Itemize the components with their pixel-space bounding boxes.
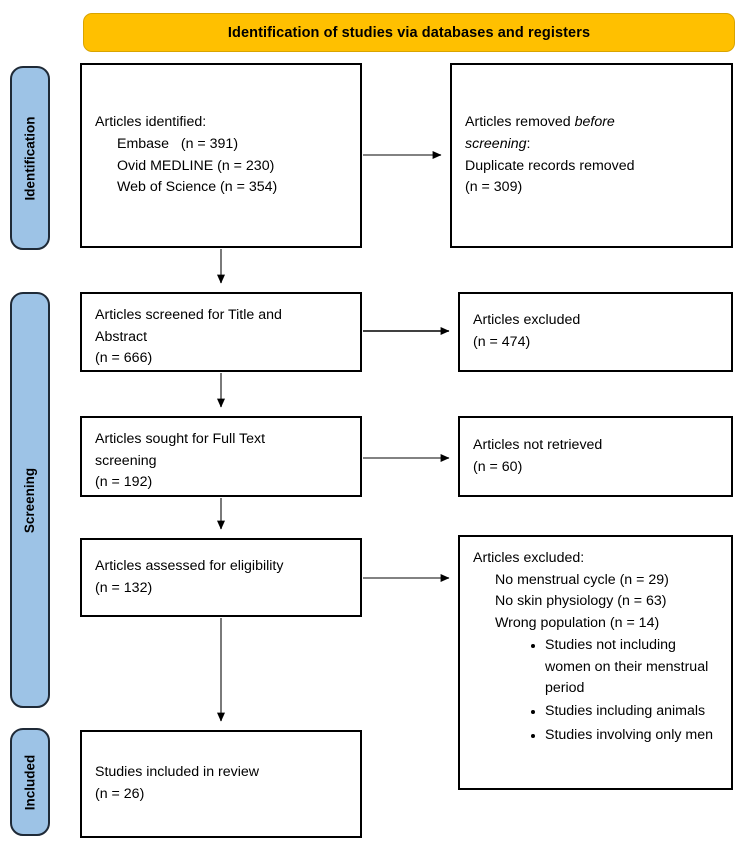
excluded-2-reason-skin-physiology: No skin physiology (n = 63) bbox=[495, 593, 667, 610]
box-articles-not-retrieved: Articles not retrieved (n = 60) bbox=[458, 416, 733, 497]
removed-line-3: Duplicate records removed bbox=[465, 157, 635, 174]
removed-line-2: screening: bbox=[465, 134, 718, 156]
excluded-2-bullet-no-women: Studies not including women on their men… bbox=[531, 635, 718, 699]
included-line-1: Studies included in review bbox=[95, 764, 260, 781]
identified-source-wos: Web of Science (n = 354) bbox=[117, 179, 278, 196]
excluded-2-bullet-list: Studies not including women on their men… bbox=[473, 635, 718, 747]
screened-line-2: Abstract bbox=[95, 328, 148, 345]
box-articles-screened: Articles screened for Title and Abstract… bbox=[80, 292, 362, 372]
box-articles-identified: Articles identified: Embase (n = 391) Ov… bbox=[80, 63, 362, 248]
eligibility-count: (n = 132) bbox=[95, 579, 153, 596]
stage-rail-screening: Screening bbox=[10, 292, 50, 708]
eligibility-line-1: Articles assessed for eligibility bbox=[95, 557, 284, 574]
screened-line-1: Articles screened for Title and bbox=[95, 307, 282, 323]
excluded-1-line-1: Articles excluded bbox=[473, 312, 581, 329]
removed-line-1-prefix: Articles removed bbox=[465, 114, 575, 131]
not-retrieved-line-1: Articles not retrieved bbox=[473, 436, 603, 453]
removed-line-1: Articles removed before bbox=[465, 112, 718, 134]
excluded-2-bullet-only-men: Studies involving only men bbox=[531, 725, 718, 746]
identified-heading: Articles identified: bbox=[95, 114, 207, 131]
not-retrieved-count: (n = 60) bbox=[473, 458, 523, 475]
excluded-2-reason-menstrual-cycle: No menstrual cycle (n = 29) bbox=[495, 571, 669, 588]
fulltext-line-2: screening bbox=[95, 452, 157, 469]
removed-line-2-suffix: : bbox=[526, 135, 531, 152]
box-articles-sought-full-text: Articles sought for Full Text screening … bbox=[80, 416, 362, 497]
box-studies-included-in-review: Studies included in review (n = 26) bbox=[80, 730, 362, 838]
box-articles-excluded-title-abstract: Articles excluded (n = 474) bbox=[458, 292, 733, 372]
excluded-2-heading: Articles excluded: bbox=[473, 550, 585, 566]
removed-line-2-italic: screening bbox=[465, 135, 527, 152]
phase-banner-identification: Identification of studies via databases … bbox=[83, 13, 735, 52]
box-articles-removed-before-screening: Articles removed before screening: Dupli… bbox=[450, 63, 733, 248]
box-articles-assessed-eligibility: Articles assessed for eligibility (n = 1… bbox=[80, 538, 362, 617]
excluded-2-bullet-animals: Studies including animals bbox=[531, 701, 718, 722]
box-articles-excluded-eligibility: Articles excluded: No menstrual cycle (n… bbox=[458, 535, 733, 790]
screened-count: (n = 666) bbox=[95, 350, 153, 367]
excluded-1-count: (n = 474) bbox=[473, 334, 531, 350]
removed-line-1-italic: before bbox=[574, 114, 615, 131]
fulltext-line-1: Articles sought for Full Text bbox=[95, 431, 266, 447]
phase-banner-label: Identification of studies via databases … bbox=[227, 24, 591, 41]
stage-rail-identification: Identification bbox=[10, 66, 50, 250]
identified-source-medline: Ovid MEDLINE (n = 230) bbox=[117, 157, 275, 174]
removed-count: (n = 309) bbox=[465, 179, 523, 196]
included-count: (n = 26) bbox=[95, 786, 145, 802]
identified-source-embase: Embase (n = 391) bbox=[117, 135, 239, 152]
fulltext-count: (n = 192) bbox=[95, 474, 153, 491]
excluded-2-reason-wrong-population: Wrong population (n = 14) bbox=[495, 614, 660, 631]
stage-rail-included: Included bbox=[10, 728, 50, 836]
